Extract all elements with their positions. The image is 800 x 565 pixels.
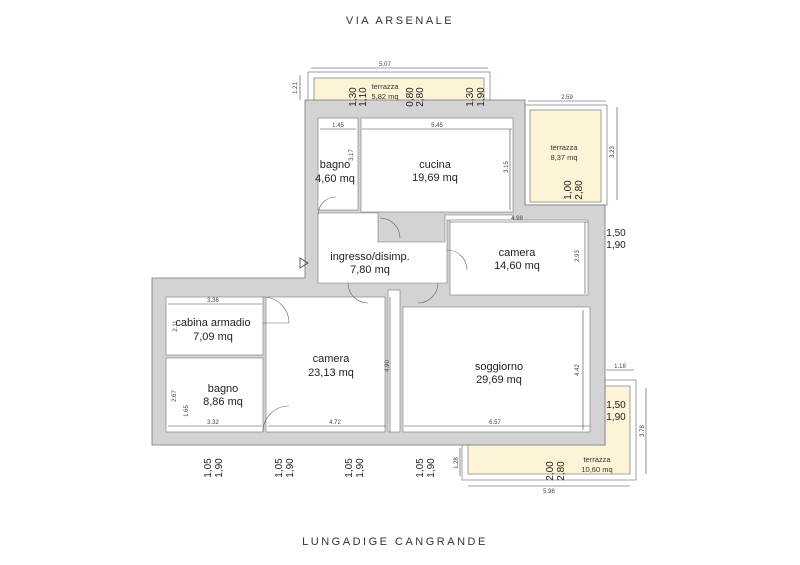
street-label-top: VIA ARSENALE [346,15,454,27]
room-label-soggiorno: soggiorno 29,69 mq [475,361,523,386]
room-area: 8,86 mq [203,396,243,408]
opening-height: 1,10 [358,87,369,107]
terrace-name: terrazza [371,82,399,91]
terrace-area: 10,60 mq [581,465,612,474]
opening-height: 2,80 [574,180,585,200]
terrace-top [307,71,491,103]
opening-width: 1,05 [274,458,285,478]
terrace-right [524,104,608,206]
opening-width: 2,00 [545,461,556,481]
room-name: bagno [208,383,239,395]
street-label-bottom: LUNGADIGE CANGRANDE [302,536,488,548]
opening-width: 1,30 [348,87,359,107]
opening-height: 1,90 [606,412,626,423]
dim-label: 3.32 [207,420,219,426]
room-area: 14,60 mq [494,260,540,272]
opening-width: 1,00 [563,180,574,200]
room-bagno-large [165,357,264,433]
dim-label: 3.78 [640,425,646,437]
room-label-camera-large: camera 23,13 mq [308,353,354,379]
passage [387,289,401,433]
opening-width: 1,50 [606,228,626,239]
room-name: cucina [419,159,452,171]
opening-width: 1,30 [465,87,476,107]
dimension-labels: 5.07 1.21 2.59 3.23 1.45 5.45 3.17 3.15 … [172,62,646,495]
dim-label: 3.36 [207,298,219,304]
room-label-ingresso: ingresso/disimp. 7,80 mq [330,251,409,276]
dim-label: 2.93 [575,250,581,262]
dim-label: 4.90 [385,360,391,372]
opening-height: 1,90 [214,458,225,478]
dim-label: 1.65 [184,405,190,417]
dim-label: 1.45 [332,123,344,129]
dim-label: 3.15 [504,161,510,173]
room-camera-large [265,296,386,433]
room-label-camera-small: camera 14,60 mq [494,247,540,272]
opening-width: 1,50 [606,400,626,411]
room-label-bagno-large: bagno 8,86 mq [203,383,243,408]
room-label-cabina: cabina armadio 7,09 mq [175,317,250,343]
dim-label: 3.17 [349,149,355,161]
terrace-area: 8,37 mq [550,153,577,162]
terrace-area: 5,82 mq [371,92,398,101]
dim-label: 2.67 [172,390,178,402]
room-bagno-small [317,117,359,211]
room-ingresso [317,212,514,284]
dim-label: 5.07 [379,62,391,68]
terrace-name: terrazza [583,455,611,464]
dim-label: 5.98 [543,489,555,495]
room-cabina-armadio [165,296,264,356]
opening-labels: 1,30 1,10 0,80 2,80 1,30 1,90 1,00 2,80 … [203,87,626,481]
dim-label: 2.11 [173,320,179,332]
room-name: cabina armadio [175,317,250,329]
dim-label: 2.59 [561,95,573,101]
opening-height: 2,80 [556,461,567,481]
opening-height: 1,90 [285,458,296,478]
dim-label: 1.18 [614,364,626,370]
dim-label: 6.57 [489,420,501,426]
room-label-bagno-small: bagno 4,60 mq [315,159,355,185]
room-soggiorno [402,306,591,433]
opening-height: 1,90 [426,458,437,478]
room-name: camera [313,353,351,365]
room-cucina [360,117,514,213]
room-label-cucina: cucina 19,69 mq [412,159,458,184]
opening-width: 1,05 [344,458,355,478]
opening-width: 0,80 [405,87,416,107]
opening-width: 1,05 [415,458,426,478]
dim-label: 4.72 [329,420,341,426]
room-area: 4,60 mq [315,173,355,185]
room-area: 29,69 mq [476,374,522,386]
opening-height: 1,90 [476,87,487,107]
dim-label: 1.21 [293,82,299,94]
dim-label: 5.45 [431,123,443,129]
dim-label: 4.42 [575,364,581,376]
entrance-arrow-icon [299,257,309,269]
room-name: camera [499,247,537,259]
room-camera-small [449,219,589,296]
room-name: soggiorno [475,361,523,373]
terrace-name: terrazza [550,143,578,152]
room-area: 7,09 mq [193,331,233,343]
room-area: 19,69 mq [412,172,458,184]
opening-width: 1,05 [203,458,214,478]
room-area: 23,13 mq [308,367,354,379]
dim-label: 4.98 [511,216,523,222]
room-name: ingresso/disimp. [330,251,409,263]
dim-label: 1.28 [454,457,460,469]
opening-height: 2,80 [415,87,426,107]
dimension-lines [168,67,647,487]
room-area: 7,80 mq [350,264,390,276]
room-name: bagno [320,159,351,171]
doors [262,196,468,433]
opening-height: 1,90 [355,458,366,478]
dim-label: 3.23 [610,146,616,158]
opening-height: 1,90 [606,240,626,251]
